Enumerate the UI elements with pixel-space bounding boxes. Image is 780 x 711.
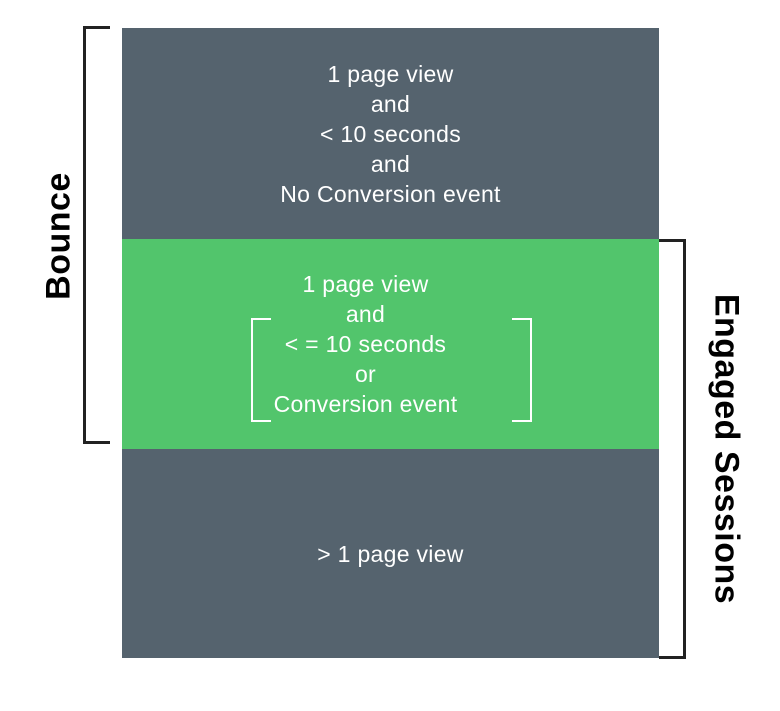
block-line: and xyxy=(345,301,386,327)
engaged-sessions-label: Engaged Sessions xyxy=(707,293,746,605)
inner-bracket-left xyxy=(251,318,271,422)
block-line: or xyxy=(354,361,377,387)
block-line: and xyxy=(370,150,411,177)
block-text: > 1 page view xyxy=(317,539,463,569)
block-text: 1 page view and < 10 seconds and No Conv… xyxy=(280,59,500,209)
inner-bracket-right xyxy=(512,318,532,422)
block-line: and xyxy=(370,90,411,117)
block-line: < = 10 seconds xyxy=(284,331,447,357)
block-line: 1 page view xyxy=(327,60,454,87)
block-line: > 1 page view xyxy=(317,540,464,567)
block-text: 1 page view and < = 10 seconds or Conver… xyxy=(274,269,458,419)
overlap-block: 1 page view and < = 10 seconds or Conver… xyxy=(122,239,659,449)
block-line: < 10 seconds xyxy=(319,120,462,147)
bounce-bracket xyxy=(83,26,110,444)
block-line: No Conversion event xyxy=(280,180,501,207)
engaged-sessions-bracket xyxy=(659,239,686,659)
bounce-no-conversion-block: 1 page view and < 10 seconds and No Conv… xyxy=(122,28,659,239)
block-line: Conversion event xyxy=(273,391,458,417)
multi-page-view-block: > 1 page view xyxy=(122,449,659,658)
bounce-label: Bounce xyxy=(39,172,78,300)
block-line: 1 page view xyxy=(302,271,429,297)
